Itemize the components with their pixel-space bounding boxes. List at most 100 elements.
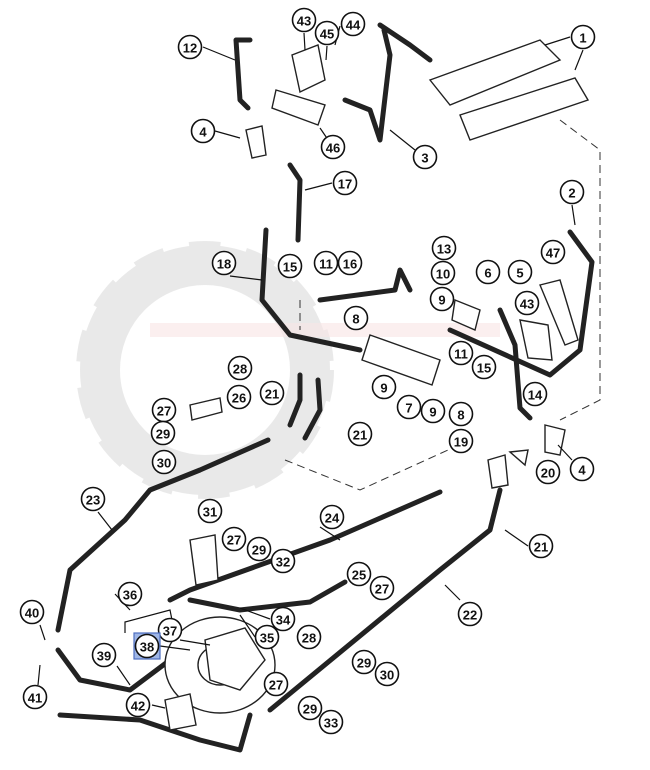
callout-15[interactable]: 15 bbox=[471, 354, 497, 380]
callout-41[interactable]: 41 bbox=[22, 684, 48, 710]
callout-27[interactable]: 27 bbox=[221, 526, 247, 552]
callout-circle bbox=[291, 7, 317, 33]
callout-circle bbox=[320, 134, 346, 160]
callout-31[interactable]: 31 bbox=[197, 498, 223, 524]
callout-24[interactable]: 24 bbox=[319, 504, 345, 530]
callout-11[interactable]: 11 bbox=[448, 340, 474, 366]
callout-40[interactable]: 40 bbox=[19, 599, 45, 625]
callout-10[interactable]: 10 bbox=[430, 260, 456, 286]
callout-2[interactable]: 2 bbox=[559, 179, 585, 205]
bracket-36 bbox=[124, 609, 173, 633]
callout-17[interactable]: 17 bbox=[332, 170, 358, 196]
callout-label: 28 bbox=[233, 362, 247, 377]
callout-circle bbox=[125, 692, 151, 718]
callout-label: 4 bbox=[578, 463, 586, 478]
callout-29[interactable]: 29 bbox=[150, 420, 176, 446]
callout-30[interactable]: 30 bbox=[374, 661, 400, 687]
callout-29[interactable]: 29 bbox=[297, 695, 323, 721]
callout-38[interactable]: 38 bbox=[133, 632, 161, 660]
callout-18[interactable]: 18 bbox=[211, 250, 237, 276]
callout-label: 12 bbox=[183, 41, 197, 56]
bracket-lower bbox=[189, 534, 219, 586]
callout-42[interactable]: 42 bbox=[125, 692, 151, 718]
callout-9[interactable]: 9 bbox=[420, 398, 446, 424]
callout-label: 28 bbox=[302, 631, 316, 646]
callout-circle bbox=[226, 384, 252, 410]
callout-16[interactable]: 16 bbox=[337, 250, 363, 276]
callout-6[interactable]: 6 bbox=[475, 259, 501, 285]
callout-circle bbox=[570, 24, 596, 50]
callout-8[interactable]: 8 bbox=[448, 401, 474, 427]
callout-7[interactable]: 7 bbox=[396, 394, 422, 420]
callout-32[interactable]: 32 bbox=[270, 548, 296, 574]
callout-4[interactable]: 4 bbox=[569, 456, 595, 482]
callout-27[interactable]: 27 bbox=[151, 397, 177, 423]
callout-circle bbox=[340, 11, 366, 37]
callout-circle bbox=[448, 401, 474, 427]
callout-circle bbox=[150, 420, 176, 446]
callout-35[interactable]: 35 bbox=[254, 624, 280, 650]
callout-22[interactable]: 22 bbox=[457, 601, 483, 627]
callout-circle bbox=[270, 548, 296, 574]
callout-label: 31 bbox=[203, 505, 217, 520]
callout-circle bbox=[371, 374, 397, 400]
callout-label: 20 bbox=[541, 466, 555, 481]
callout-28[interactable]: 28 bbox=[227, 355, 253, 381]
callout-28[interactable]: 28 bbox=[296, 624, 322, 650]
components bbox=[164, 39, 590, 731]
callout-36[interactable]: 36 bbox=[117, 581, 143, 607]
callout-43[interactable]: 43 bbox=[514, 290, 540, 316]
callout-label: 21 bbox=[265, 387, 279, 402]
callout-33[interactable]: 33 bbox=[318, 709, 344, 735]
callout-circle bbox=[190, 118, 216, 144]
callout-5[interactable]: 5 bbox=[507, 259, 533, 285]
callout-27[interactable]: 27 bbox=[263, 671, 289, 697]
callout-12[interactable]: 12 bbox=[177, 34, 203, 60]
callout-29[interactable]: 29 bbox=[351, 649, 377, 675]
callout-label: 10 bbox=[436, 267, 450, 282]
callout-label: 11 bbox=[454, 347, 468, 362]
callout-44[interactable]: 44 bbox=[340, 11, 366, 37]
callout-47[interactable]: 47 bbox=[540, 239, 566, 265]
callout-37[interactable]: 37 bbox=[157, 617, 183, 643]
callout-46[interactable]: 46 bbox=[320, 134, 346, 160]
guide-lines bbox=[284, 119, 601, 491]
callout-label: 43 bbox=[297, 14, 311, 29]
callout-30[interactable]: 30 bbox=[151, 449, 177, 475]
callout-4[interactable]: 4 bbox=[190, 118, 216, 144]
callout-label: 21 bbox=[534, 540, 548, 555]
callout-label: 6 bbox=[484, 266, 491, 281]
callout-21[interactable]: 21 bbox=[347, 421, 373, 447]
callout-3[interactable]: 3 bbox=[412, 144, 438, 170]
callout-14[interactable]: 14 bbox=[522, 381, 548, 407]
callout-23[interactable]: 23 bbox=[80, 486, 106, 512]
callout-circle bbox=[157, 617, 183, 643]
callout-45[interactable]: 45 bbox=[314, 20, 340, 46]
callout-26[interactable]: 26 bbox=[226, 384, 252, 410]
callout-circle bbox=[540, 239, 566, 265]
callout-15[interactable]: 15 bbox=[277, 253, 303, 279]
callout-label: 15 bbox=[477, 361, 491, 376]
callout-9[interactable]: 9 bbox=[429, 286, 455, 312]
callout-19[interactable]: 19 bbox=[448, 428, 474, 454]
callout-circle bbox=[420, 398, 446, 424]
callout-20[interactable]: 20 bbox=[535, 459, 561, 485]
callout-21[interactable]: 21 bbox=[528, 533, 554, 559]
callout-21[interactable]: 21 bbox=[259, 380, 285, 406]
callout-8[interactable]: 8 bbox=[343, 305, 369, 331]
watermark-gear-icon bbox=[76, 241, 500, 499]
callout-43[interactable]: 43 bbox=[291, 7, 317, 33]
callout-29[interactable]: 29 bbox=[246, 536, 272, 562]
callout-9[interactable]: 9 bbox=[371, 374, 397, 400]
callout-39[interactable]: 39 bbox=[91, 642, 117, 668]
callout-27[interactable]: 27 bbox=[369, 575, 395, 601]
callout-13[interactable]: 13 bbox=[431, 235, 457, 261]
callout-25[interactable]: 25 bbox=[346, 561, 372, 587]
callout-label: 35 bbox=[260, 631, 274, 646]
callout-1[interactable]: 1 bbox=[570, 24, 596, 50]
callout-circle bbox=[296, 624, 322, 650]
callout-label: 34 bbox=[276, 613, 291, 628]
callout-circle bbox=[313, 250, 339, 276]
callout-34[interactable]: 34 bbox=[270, 606, 296, 632]
callout-11[interactable]: 11 bbox=[313, 250, 339, 276]
